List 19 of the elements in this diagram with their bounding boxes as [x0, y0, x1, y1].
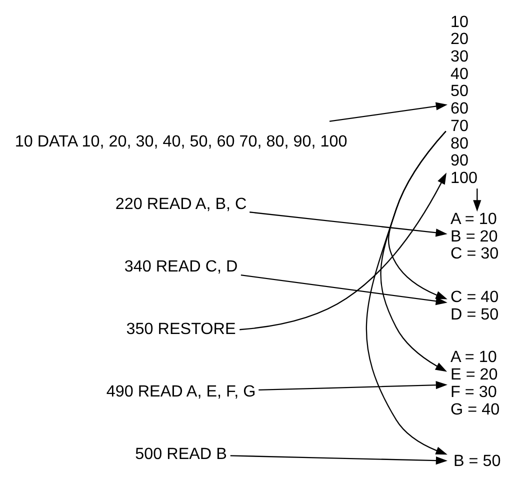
node-text: 350 RESTORE	[126, 320, 236, 338]
node-text: 340 READ C, D	[124, 257, 238, 276]
node-text: A = 10 B = 20 C = 30	[450, 210, 498, 263]
arrow	[258, 381, 447, 391]
node-text: B = 50	[453, 452, 500, 470]
arrow	[240, 274, 447, 306]
node-text: 10 DATA 10, 20, 30, 40, 50, 60 70, 80, 90, 100	[14, 132, 347, 151]
node-text: 220 READ A, B, C	[114, 194, 246, 213]
node-text: C = 40 D = 50	[450, 288, 498, 324]
arrow	[328, 102, 447, 122]
arrow	[472, 188, 481, 212]
arrow	[249, 212, 447, 237]
node-text: 10 20 30 40 50 60 70 80 90 100	[450, 12, 478, 187]
node-text: A = 10 E = 20 F = 30 G = 40	[450, 348, 500, 418]
arrow	[365, 130, 447, 455]
node-text: 500 READ B	[134, 444, 226, 463]
node-text: 490 READ A, E, F, G	[106, 382, 256, 400]
arrow	[239, 172, 446, 330]
arrow	[230, 455, 447, 465]
